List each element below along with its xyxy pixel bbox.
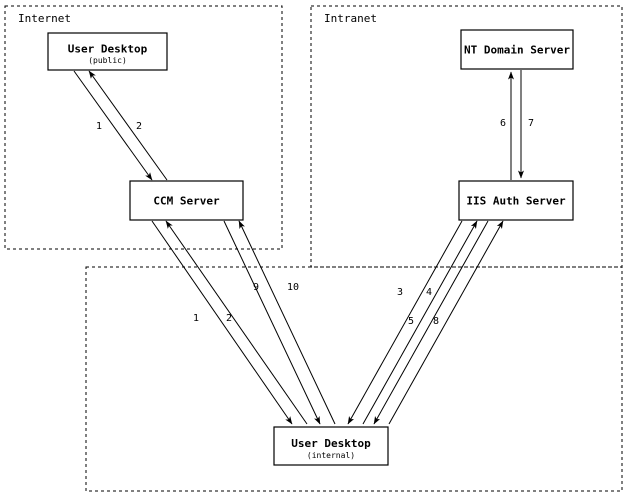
flow-label-1-ccm-server-to-user-desktop-internal: 1 bbox=[193, 313, 199, 324]
flow-arrow-4-user-desktop-internal-to-iis-auth-server bbox=[362, 220, 478, 425]
zone-boundary-internet bbox=[4, 5, 283, 250]
flow-label-3-iis-auth-server-to-user-desktop-internal: 3 bbox=[397, 287, 403, 298]
flow-label-1-user-desktop-public-to-ccm-server: 1 bbox=[96, 121, 102, 132]
node-iis-auth-server: IIS Auth Server bbox=[458, 180, 574, 221]
flow-arrow-3-iis-auth-server-to-user-desktop-internal bbox=[347, 220, 463, 425]
flow-label-9-ccm-server-to-user-desktop-internal: 9 bbox=[253, 282, 259, 293]
node-box-nt-domain-server bbox=[460, 29, 574, 70]
node-user-desktop-public: User Desktop(public) bbox=[47, 32, 168, 71]
zone-boundary-internal bbox=[85, 266, 623, 492]
flow-arrow-2-ccm-server-to-user-desktop-public bbox=[88, 70, 168, 181]
node-box-iis-auth-server bbox=[458, 180, 574, 221]
flow-arrow-10-user-desktop-internal-to-ccm-server bbox=[238, 220, 336, 425]
flow-arrow-9-ccm-server-to-user-desktop-internal bbox=[223, 220, 321, 425]
node-box-user-desktop-internal bbox=[273, 426, 389, 466]
flow-arrow-1-ccm-server-to-user-desktop-internal bbox=[151, 220, 293, 425]
flow-label-8-user-desktop-internal-to-iis-auth-server: 8 bbox=[433, 316, 439, 327]
flow-arrow-1-user-desktop-public-to-ccm-server bbox=[73, 70, 153, 181]
flow-label-6-iis-auth-server-to-nt-domain-server: 6 bbox=[500, 118, 506, 129]
node-title-nt-domain-server: NT Domain Server bbox=[464, 44, 570, 57]
node-box-user-desktop-public bbox=[47, 32, 168, 71]
node-title-ccm-server: CCM Server bbox=[153, 195, 220, 208]
zone-label-intranet: Intranet bbox=[324, 12, 377, 25]
flow-arrow-5-iis-auth-server-to-user-desktop-internal bbox=[373, 220, 489, 425]
flow-label-10-user-desktop-internal-to-ccm-server: 10 bbox=[287, 282, 299, 293]
zone-label-internet: Internet bbox=[18, 12, 71, 25]
flow-label-7-nt-domain-server-to-iis-auth-server: 7 bbox=[528, 118, 534, 129]
node-title-user-desktop-internal: User Desktop bbox=[291, 437, 371, 450]
node-nt-domain-server: NT Domain Server bbox=[460, 29, 574, 70]
node-box-ccm-server bbox=[129, 180, 244, 221]
node-title-iis-auth-server: IIS Auth Server bbox=[466, 195, 566, 208]
flow-arrow-2-user-desktop-internal-to-ccm-server bbox=[165, 220, 308, 425]
node-subtitle-user-desktop-internal: (internal) bbox=[307, 451, 355, 460]
flow-label-5-iis-auth-server-to-user-desktop-internal: 5 bbox=[408, 316, 414, 327]
node-title-user-desktop-public: User Desktop bbox=[68, 43, 148, 56]
zone-boundaries: Internet Intranet bbox=[4, 5, 623, 492]
flow-arrow-8-user-desktop-internal-to-iis-auth-server bbox=[388, 220, 504, 425]
flow-label-2-user-desktop-internal-to-ccm-server: 2 bbox=[226, 313, 232, 324]
node-subtitle-user-desktop-public: (public) bbox=[88, 56, 127, 65]
flow-label-2-ccm-server-to-user-desktop-public: 2 bbox=[136, 121, 142, 132]
flow-step-labels: 1 2 1 2 9 10 3 4 5 8 6 7 bbox=[96, 118, 534, 327]
flow-arrows bbox=[73, 70, 524, 425]
node-user-desktop-internal: User Desktop(internal) bbox=[273, 426, 389, 466]
flow-label-4-user-desktop-internal-to-iis-auth-server: 4 bbox=[426, 287, 432, 298]
node-ccm-server: CCM Server bbox=[129, 180, 244, 221]
